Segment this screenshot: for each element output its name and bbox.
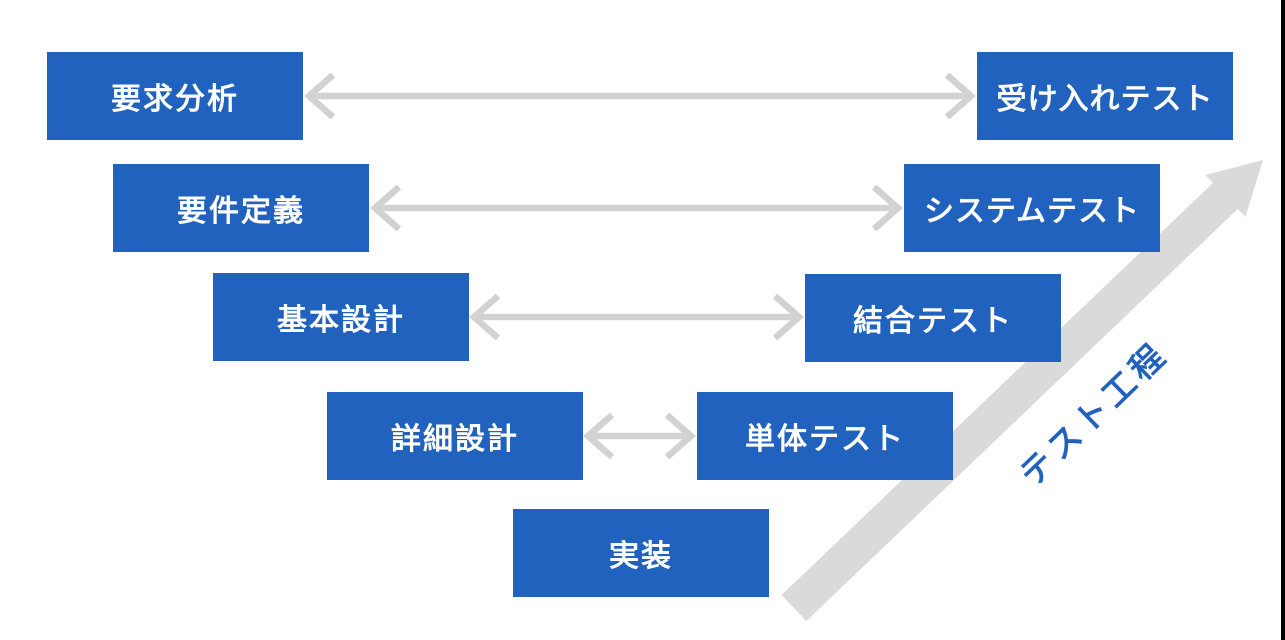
stage-box-basic-design: 基本設計 <box>213 273 469 361</box>
test-process-arrow <box>781 160 1263 621</box>
stage-box-implementation: 実装 <box>513 509 769 597</box>
bidirectional-arrow-row1 <box>304 72 976 120</box>
bidirectional-arrow-row2 <box>370 184 903 232</box>
bidirectional-arrow-row3 <box>469 293 804 341</box>
stage-box-unit-test: 単体テスト <box>697 392 953 480</box>
right-edge-line <box>1281 0 1285 640</box>
stage-box-acceptance-test: 受け入れテスト <box>977 52 1233 140</box>
stage-box-detailed-design: 詳細設計 <box>327 392 583 480</box>
bidirectional-arrow-row4 <box>583 412 696 460</box>
stage-box-system-test: システムテスト <box>904 164 1160 252</box>
stage-box-requirements-definition: 要件定義 <box>113 164 369 252</box>
stage-box-integration-test: 結合テスト <box>805 274 1061 362</box>
stage-box-requirements-analysis: 要求分析 <box>47 52 303 140</box>
